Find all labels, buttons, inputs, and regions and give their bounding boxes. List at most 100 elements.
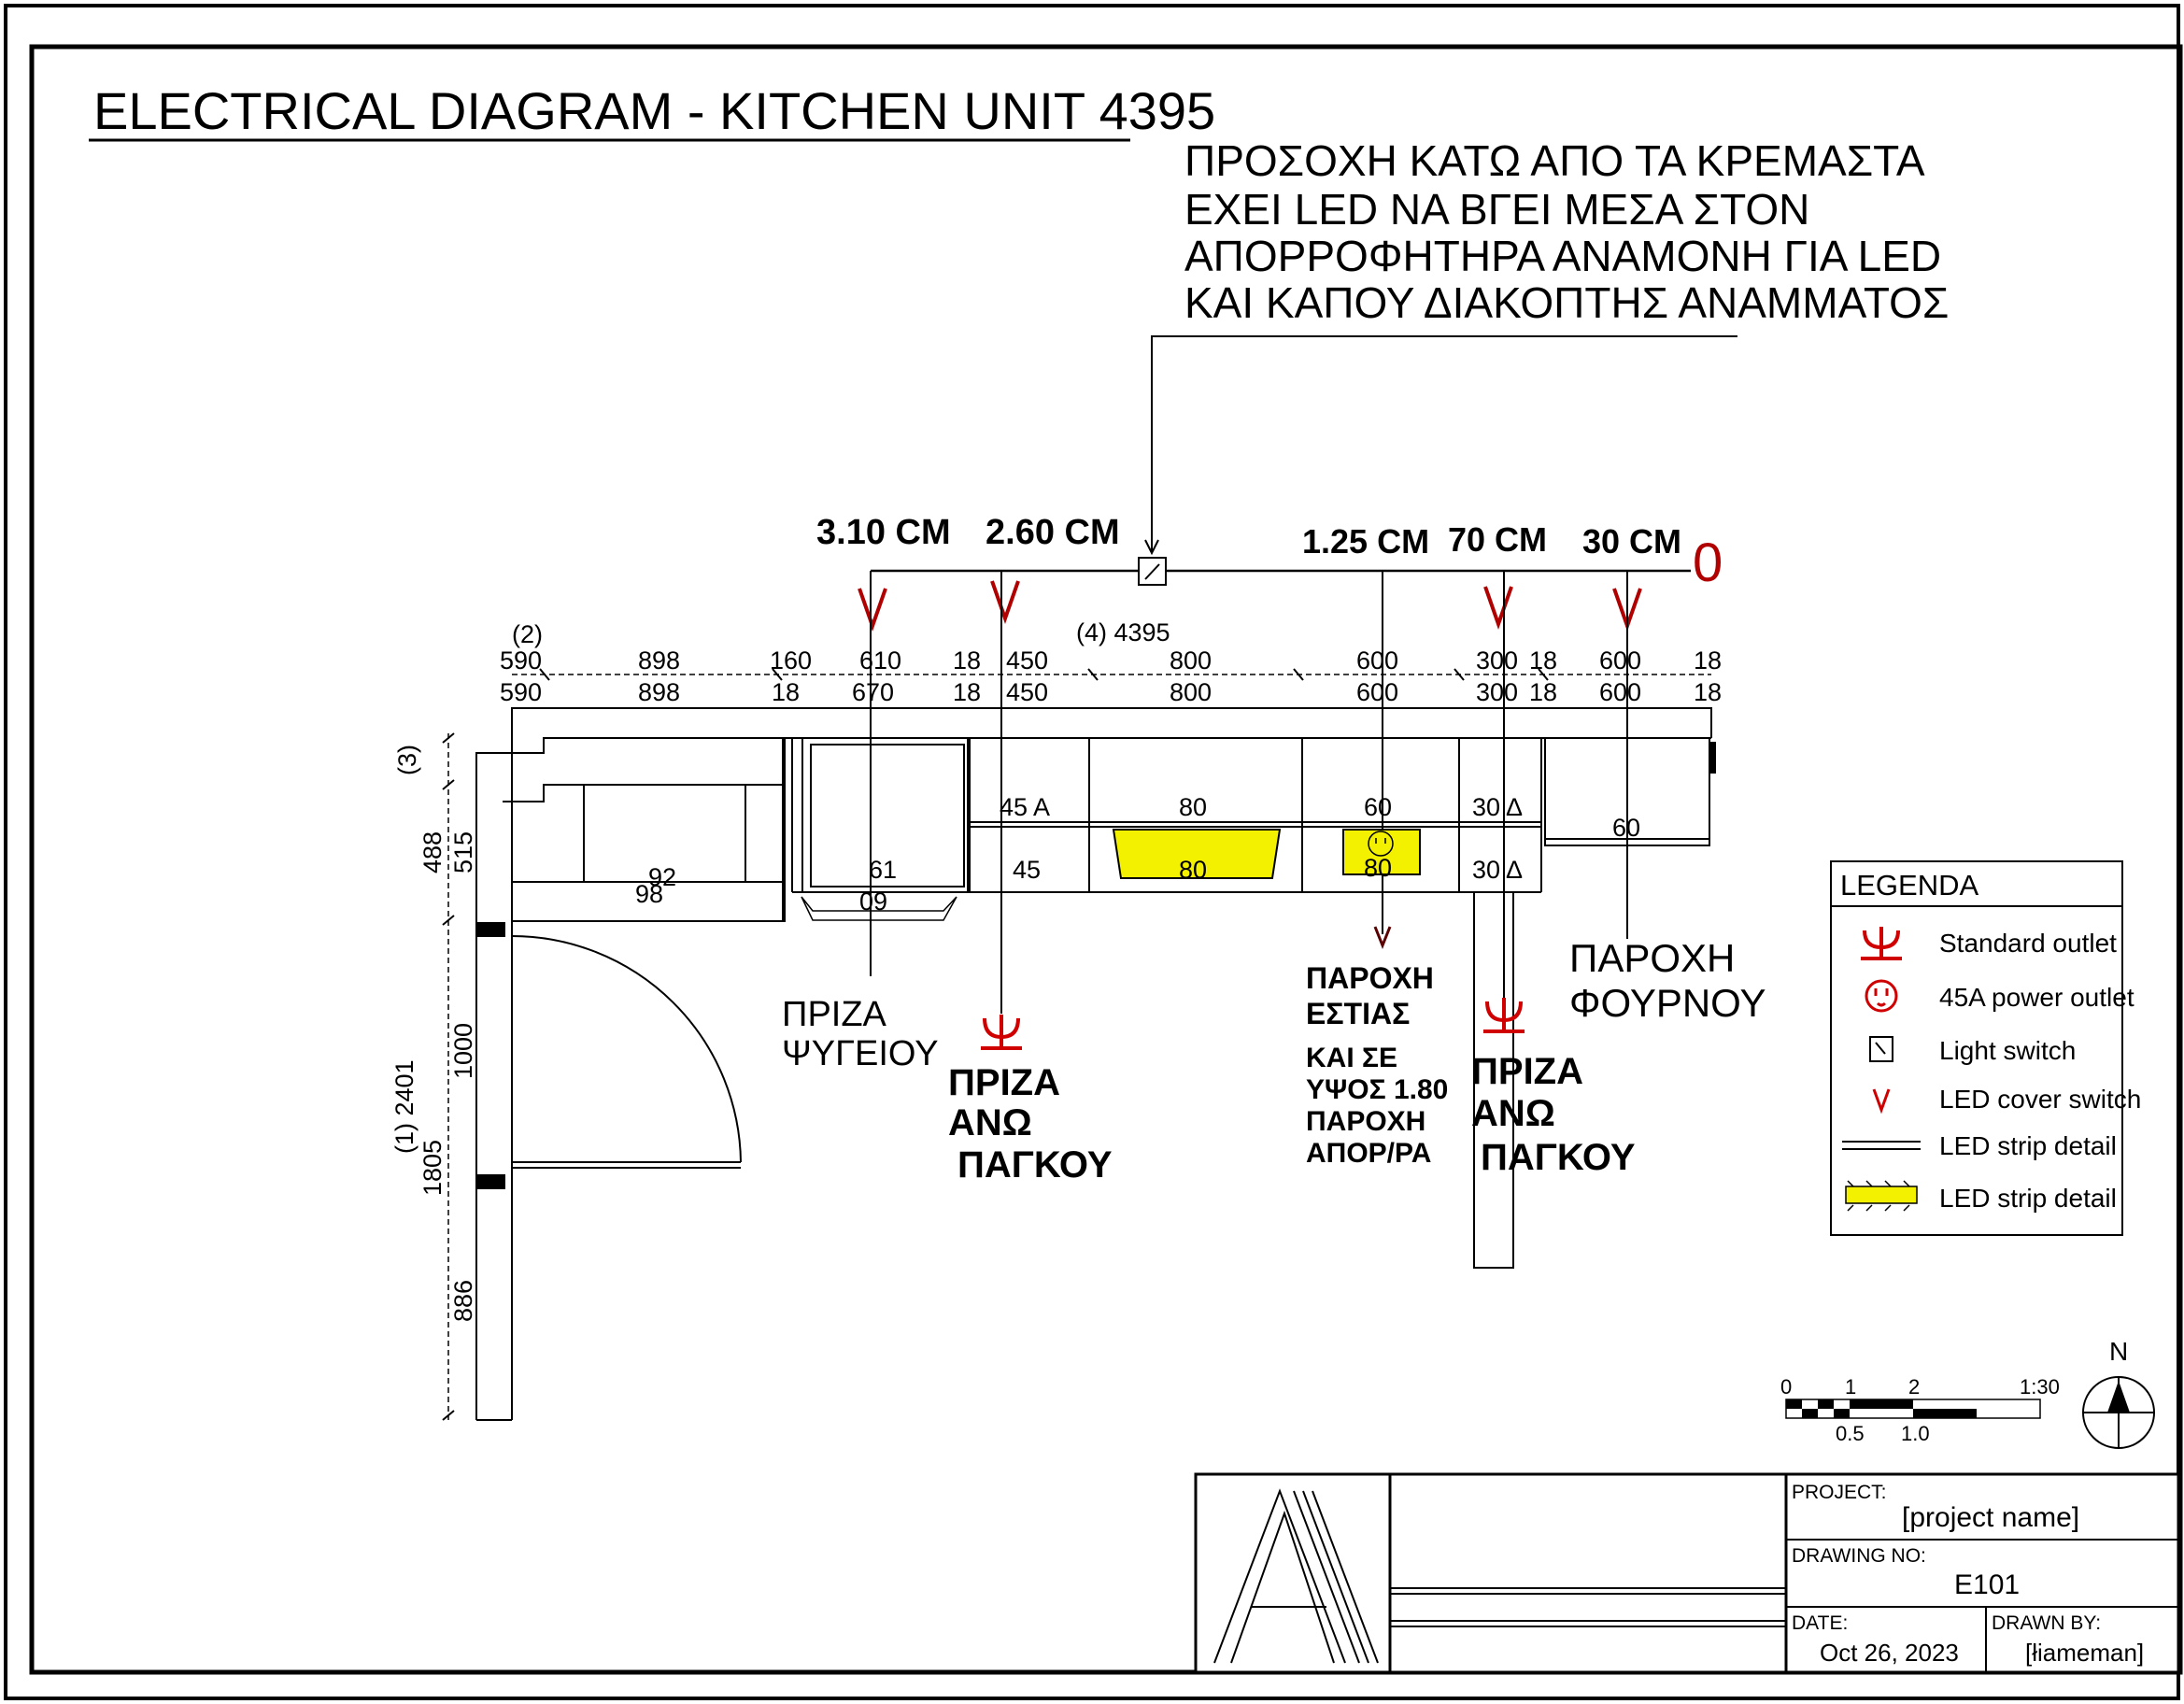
height-label-1: 3.10 CM bbox=[816, 513, 951, 552]
date-value: Oct 26, 2023 bbox=[1820, 1639, 1959, 1667]
dim-bottom: 590 bbox=[500, 678, 542, 706]
dim-top: 18 bbox=[953, 646, 981, 674]
height-label-3: 1.25 CM bbox=[1302, 522, 1429, 561]
drawing-label: DRAWING NO: bbox=[1792, 1545, 1926, 1567]
legend-item-1: Standard outlet bbox=[1939, 929, 2117, 958]
note-line-3: ΑΠΟΡΡΟΦΗΤΗΡΑ ΑΝΑΜΟΝΗ ΓΙΑ LED bbox=[1184, 232, 1941, 280]
oven-label-2: ΦΟΥΡΝΟΥ bbox=[1569, 981, 1766, 1025]
counter1-label-3: ΠΑΓΚΟΥ bbox=[957, 1144, 1113, 1186]
hob-extra-3: ΠΑΡΟΧΗ bbox=[1306, 1106, 1425, 1137]
standard-outlet-icon[interactable] bbox=[1483, 998, 1525, 1033]
drawing-value: E101 bbox=[1954, 1569, 2020, 1600]
legend-item-4: LED cover switch bbox=[1939, 1085, 2141, 1114]
left-dimension-chain: (3) 488 515 1000 (1) 2401 1805 886 bbox=[390, 732, 477, 1421]
upper-wall bbox=[475, 737, 1711, 921]
led-strip-1 bbox=[1112, 829, 1282, 879]
scale-tick-10: 1.0 bbox=[1901, 1422, 1930, 1445]
cab-60-right: 60 bbox=[1612, 814, 1640, 842]
cab-80-top: 80 bbox=[1179, 793, 1207, 821]
north-arrow-icon: N bbox=[2082, 1337, 2155, 1449]
power-outlet-icon[interactable] bbox=[1368, 831, 1394, 857]
date-label: DATE: bbox=[1792, 1612, 1848, 1634]
project-label: PROJECT: bbox=[1792, 1482, 1887, 1503]
dim-bottom: 670 bbox=[852, 678, 894, 706]
dim-left-3: (3) bbox=[393, 745, 421, 775]
scale-tick-2: 2 bbox=[1908, 1375, 1920, 1399]
inner-border bbox=[29, 44, 2183, 1675]
kitchen-plan bbox=[475, 707, 1716, 1421]
cab-30d-top: 30 Δ bbox=[1472, 793, 1523, 821]
dim-top: 18 bbox=[1529, 646, 1557, 674]
light-switch-icon[interactable] bbox=[1138, 557, 1167, 586]
height-label-4: 70 CM bbox=[1448, 520, 1547, 559]
led-strip-2 bbox=[1342, 829, 1421, 875]
legend-item-2: 45A power outlet bbox=[1939, 983, 2134, 1012]
dim-label-4: (4) 4395 bbox=[1076, 618, 1170, 646]
scale-tick-1: 1 bbox=[1845, 1375, 1856, 1399]
dim-bottom: 300 bbox=[1476, 678, 1518, 706]
light-switch-icon bbox=[1869, 1036, 1893, 1062]
dim-top: 898 bbox=[638, 646, 680, 674]
cab-45: 45 bbox=[1013, 856, 1041, 884]
counter1-label-2: ΑΝΩ bbox=[948, 1102, 1032, 1143]
dim-bottom: 800 bbox=[1170, 678, 1212, 706]
dim-top: 590 bbox=[500, 646, 542, 674]
dim-left-1000: 1000 bbox=[449, 1023, 477, 1079]
counter2-label-1: ΠΡΙΖΑ bbox=[1471, 1051, 1583, 1092]
cab-80-bot: 80 bbox=[1179, 856, 1207, 884]
cab-98: 98 bbox=[635, 880, 663, 908]
counter2-label-3: ΠΑΓΚΟΥ bbox=[1481, 1137, 1636, 1178]
led-cover-switch-icon[interactable] bbox=[990, 580, 1020, 625]
led-cover-switch-icon[interactable] bbox=[1483, 586, 1513, 631]
cab-09: 09 bbox=[859, 888, 887, 916]
led-cover-switch-icon[interactable] bbox=[858, 588, 887, 632]
project-value: [project name] bbox=[1902, 1502, 2079, 1533]
scale-tick-0: 0 bbox=[1780, 1375, 1792, 1399]
dim-left-2401: (1) 2401 bbox=[390, 1059, 418, 1154]
power-outlet-icon bbox=[1865, 979, 1898, 1013]
dim-top: 600 bbox=[1599, 646, 1641, 674]
hob-label-2: ΕΣΤΙΑΣ bbox=[1306, 997, 1410, 1030]
title-block: PROJECT: [project name] DRAWING NO: E101… bbox=[1194, 1472, 2180, 1674]
countertop-edge bbox=[511, 707, 1712, 921]
led-strips bbox=[1112, 829, 1421, 879]
oven-label-1: ΠΑΡΟΧΗ bbox=[1569, 936, 1735, 980]
note-leader-arrow bbox=[1144, 539, 1159, 556]
fridge-label-2: ΨΥΓΕΙΟΥ bbox=[782, 1034, 939, 1073]
outlet-symbols bbox=[981, 998, 1525, 1050]
cab-80-bot-2: 80 bbox=[1364, 854, 1392, 882]
scale-ratio: 1:30 bbox=[2020, 1375, 2060, 1399]
door-swing bbox=[511, 935, 742, 1163]
dim-bottom: 18 bbox=[953, 678, 981, 706]
led-switches bbox=[858, 580, 1642, 632]
cab-60-top: 60 bbox=[1364, 793, 1392, 821]
cab-45a: 45 A bbox=[1000, 793, 1050, 821]
dim-top: 450 bbox=[1006, 646, 1048, 674]
dim-label-2: (2) bbox=[512, 620, 543, 648]
legend-item-3: Light switch bbox=[1939, 1036, 2076, 1065]
legend-item-5: LED strip detail bbox=[1939, 1131, 2117, 1160]
cab-92: 92 bbox=[648, 863, 676, 891]
note-line-2: ΕΧΕΙ LED ΝΑ ΒΓΕΙ ΜΕΣΑ ΣΤΟΝ bbox=[1184, 185, 1809, 234]
standard-outlet-icon[interactable] bbox=[981, 1015, 1022, 1050]
cab-61: 61 bbox=[869, 856, 897, 884]
note-leader bbox=[1151, 335, 1737, 551]
dim-left-515: 515 bbox=[449, 831, 477, 873]
led-cover-switch-icon bbox=[1872, 1088, 1891, 1115]
counter2-label-2: ΑΝΩ bbox=[1471, 1093, 1555, 1134]
dim-top: 160 bbox=[770, 646, 812, 674]
dim-bottom: 18 bbox=[1529, 678, 1557, 706]
north-label: N bbox=[2109, 1337, 2128, 1366]
standard-outlet-icon bbox=[1861, 927, 1902, 960]
led-strip-yellow-icon bbox=[1845, 1180, 1918, 1212]
hob-extra-2: ΥΨΟΣ 1.80 bbox=[1306, 1074, 1448, 1105]
scale-bar: 0 1 2 1:30 0.5 1.0 bbox=[1780, 1375, 2060, 1445]
dim-top: 610 bbox=[859, 646, 901, 674]
drawn-value: [łiameman] bbox=[2025, 1639, 2144, 1667]
company-logo bbox=[1213, 1488, 1379, 1664]
counter1-label-1: ΠΡΙΖΑ bbox=[948, 1062, 1060, 1103]
origin-label: 0 bbox=[1693, 532, 1723, 593]
dim-top: 600 bbox=[1356, 646, 1398, 674]
device-labels: ΠΡΙΖΑ ΨΥΓΕΙΟΥ ΠΡΙΖΑ ΑΝΩ ΠΑΓΚΟΥ ΠΑΡΟΧΗ ΕΣ… bbox=[782, 936, 1766, 1186]
